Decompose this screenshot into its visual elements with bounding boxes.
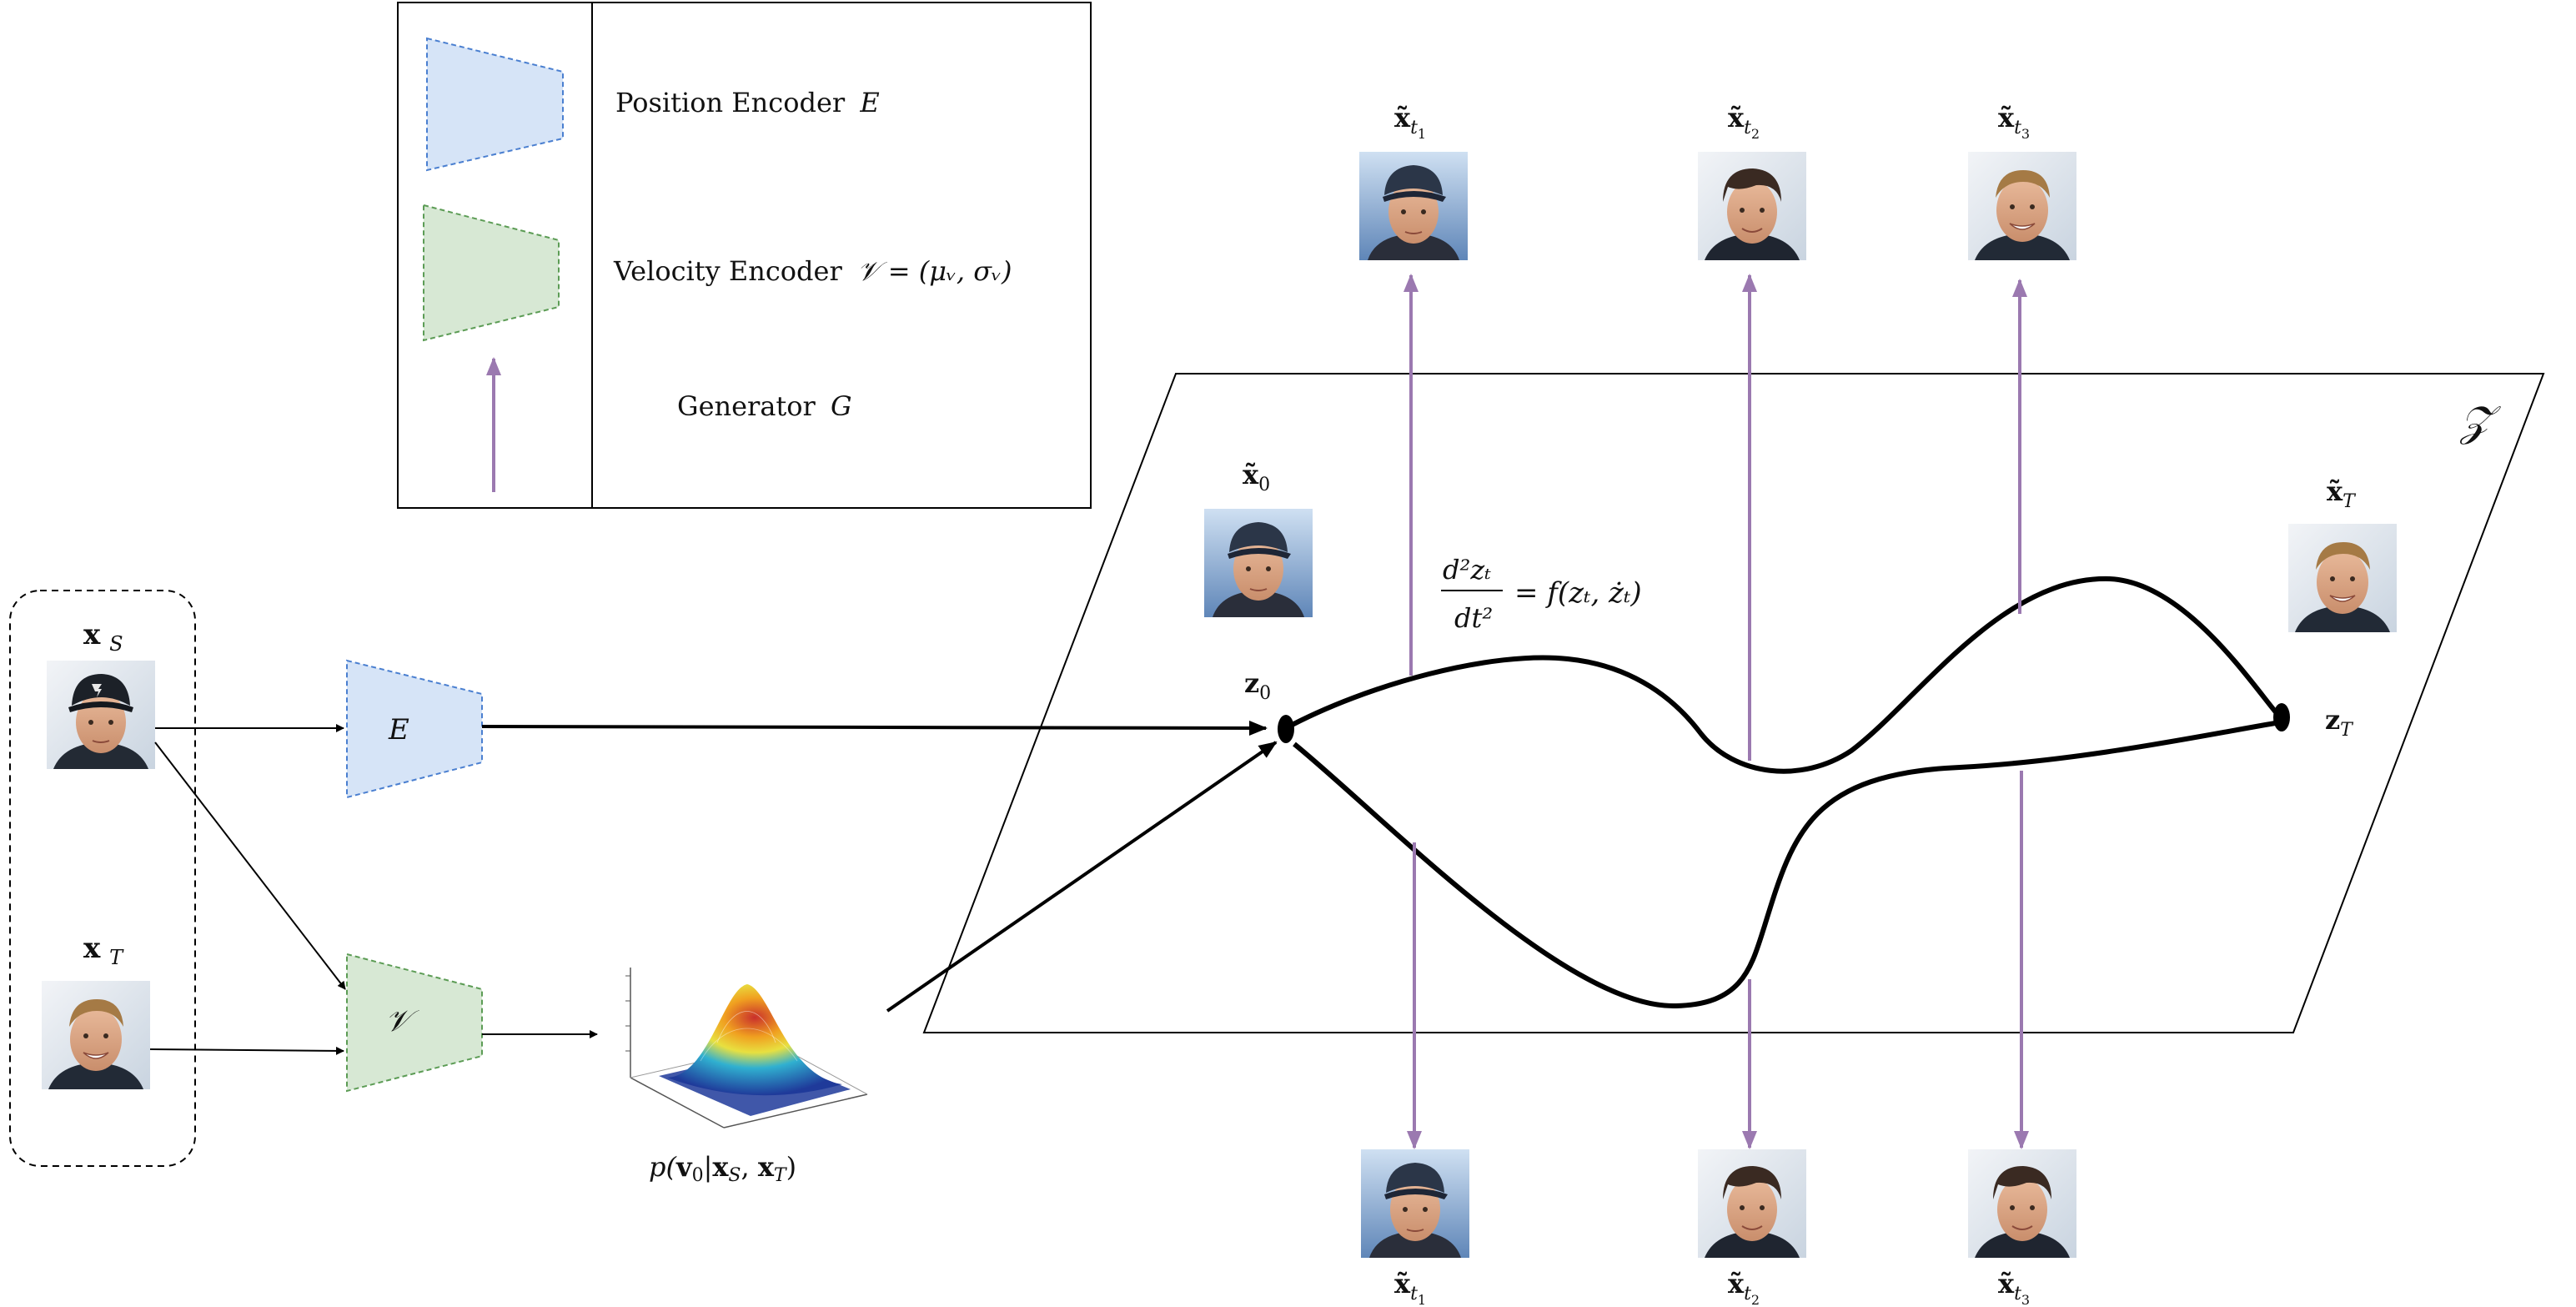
zT-label: z	[2325, 704, 2340, 736]
legend-box: Position Encoder E Velocity Encoder 𝒱 = …	[397, 2, 1092, 509]
top-label-1: x̃t1	[1394, 102, 1426, 142]
x0-face-photo-icon	[1204, 509, 1313, 617]
svg-text:x̃T: x̃T	[2327, 475, 2357, 512]
ode-denominator: dt²	[1454, 602, 1493, 634]
svg-text:x̃0: x̃0	[1243, 459, 1270, 495]
svg-text:Generator G: Generator G	[677, 390, 852, 422]
legend-velocity-encoder-formula: 𝒱 = (μᵥ, σᵥ)	[857, 255, 1012, 287]
top-label-3: x̃t3	[1998, 102, 2030, 142]
position-encoder: E	[346, 659, 483, 799]
x0-tilde-sub: 0	[1258, 475, 1270, 495]
bottom-label-2: x̃t2	[1728, 1268, 1760, 1307]
trajectory-upper	[1283, 576, 2282, 774]
legend-velocity-encoder-label: Velocity Encoder	[613, 255, 842, 287]
trajectory-lower	[1293, 720, 2281, 1009]
xT-tilde-label: x̃	[2327, 475, 2343, 507]
top-face-photo-icon-2	[1698, 152, 1806, 260]
bottom-face-photo-icon-2	[1698, 1149, 1806, 1258]
svg-text:z0: z0	[1244, 667, 1271, 704]
legend-position-encoder-symbol: E	[859, 87, 879, 118]
source-image-sub: S	[109, 632, 123, 656]
target-image-sub: T	[109, 946, 124, 969]
distribution-to-z0-arrow	[886, 741, 1278, 1013]
legend-generator-symbol: G	[831, 390, 852, 422]
source-image-label: x	[83, 618, 101, 651]
latent-space-plane	[922, 373, 2545, 1033]
source-to-velocity-encoder-arrow	[154, 741, 346, 990]
svg-text:x S: x S	[83, 618, 123, 656]
top-generated-row: x̃t1 x̃t2 x̃t3	[1359, 102, 2076, 260]
legend-position-encoder-label: Position Encoder	[615, 87, 846, 118]
top-face-photo-icon-3	[1968, 152, 2076, 260]
xT-face-photo-icon	[2288, 524, 2397, 632]
z0-sub: 0	[1259, 683, 1271, 704]
bottom-face-photo-icon-1	[1361, 1149, 1469, 1258]
source-face-photo-icon	[47, 661, 155, 769]
svg-text:Velocity Encoder 𝒱 = (μ: Velocity Encoder 𝒱 = (μᵥ, σᵥ)	[613, 255, 1012, 287]
x0-tilde-label: x̃	[1243, 459, 1259, 490]
legend-generator-label: Generator	[677, 390, 816, 422]
distribution-label: p(v0|xS, xT)	[649, 1151, 796, 1186]
bottom-label-1: x̃t1	[1394, 1268, 1426, 1307]
legend-velocity-encoder-icon	[423, 204, 560, 342]
generator-arrows	[1403, 274, 2029, 1149]
bottom-label-3: x̃t3	[1998, 1268, 2030, 1307]
bottom-generated-row: x̃t1 x̃t2 x̃t3	[1361, 1149, 2076, 1307]
latent-space-symbol: 𝒵	[2459, 397, 2502, 445]
target-image-label: x	[83, 932, 101, 965]
ode-equation: d²zₜ dt² = f(zₜ, żₜ)	[1441, 554, 1642, 634]
xT-tilde-sub: T	[2343, 491, 2357, 512]
legend-position-encoder-icon	[426, 37, 564, 172]
target-to-velocity-encoder-arrow	[149, 1046, 344, 1055]
svg-text:Position Encoder E: Position Encoder E	[615, 87, 880, 118]
ode-rhs: = f(zₜ, żₜ)	[1514, 576, 1642, 610]
input-pair-box: x S x T	[9, 590, 196, 1167]
zT-point	[2273, 703, 2290, 731]
velocity-encoder: 𝒱	[346, 953, 483, 1093]
position-encoder-to-z0-arrow	[481, 720, 1268, 736]
top-label-2: x̃t2	[1728, 102, 1760, 142]
position-encoder-symbol: E	[388, 713, 409, 746]
zT-sub: T	[2340, 720, 2354, 741]
svg-text:zT: zT	[2325, 704, 2354, 741]
target-face-photo-icon	[42, 981, 150, 1089]
svg-text:x T: x T	[83, 932, 124, 969]
gaussian-surface-icon	[625, 968, 868, 1129]
top-face-photo-icon-1	[1359, 152, 1468, 260]
ode-numerator: d²zₜ	[1443, 554, 1491, 586]
z0-label: z	[1244, 667, 1259, 699]
bottom-face-photo-icon-3	[1968, 1149, 2076, 1258]
z0-point	[1278, 715, 1294, 743]
